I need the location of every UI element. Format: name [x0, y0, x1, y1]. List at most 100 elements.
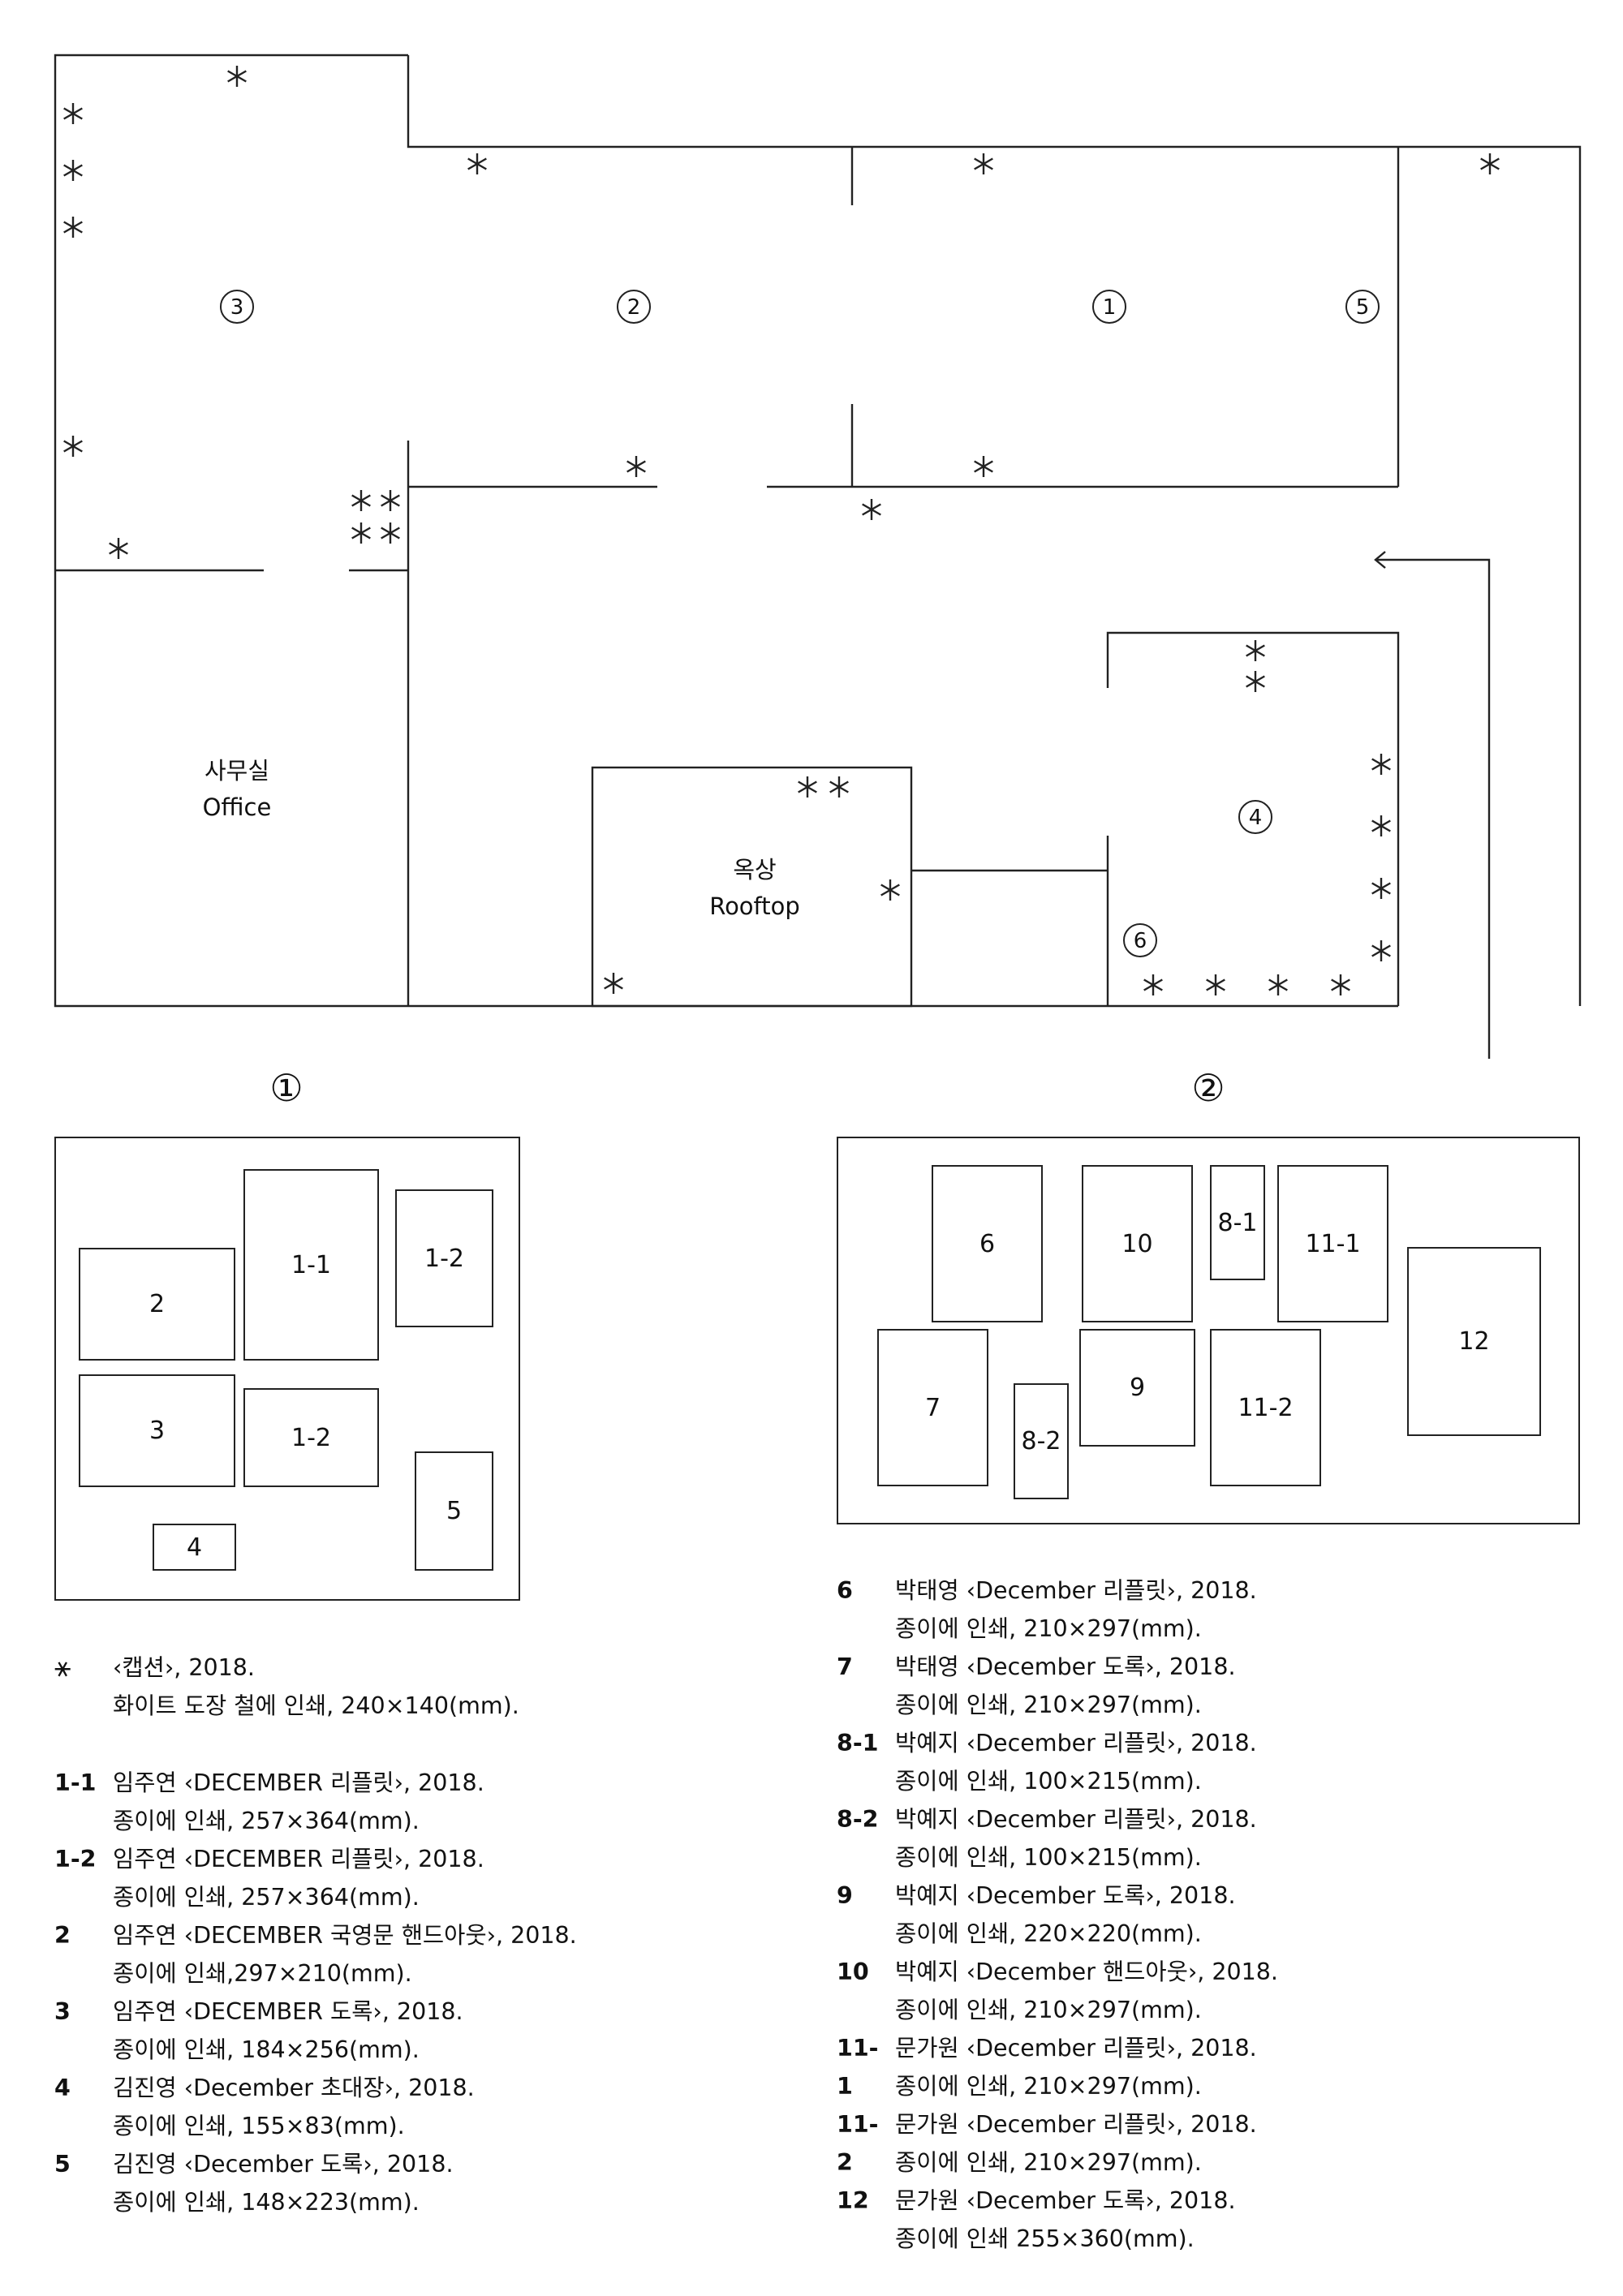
- zone-3-label: 3: [230, 295, 244, 320]
- credit-num: 11-1: [837, 2035, 879, 2100]
- credit-num: 8-2: [837, 1806, 879, 1833]
- credit-7: 7 박태영 ‹December 도록›, 2018. 종이에 인쇄, 210×2…: [837, 1648, 1591, 1724]
- office-name-ko: 사무실: [204, 757, 270, 785]
- floor-plan: 1 2 3 4 5 6: [54, 54, 1582, 1059]
- credit-line1: ‹캡션›, 2018.: [113, 1654, 255, 1681]
- work-9: 9: [1079, 1329, 1195, 1447]
- credit-num: 6: [837, 1577, 853, 1604]
- credit-num: 9: [837, 1882, 853, 1909]
- wall-2-frame: [837, 1137, 1580, 1524]
- credit-8-1: 8-1 박예지 ‹December 리플릿›, 2018. 종이에 인쇄, 10…: [837, 1724, 1591, 1800]
- work-5: 5: [415, 1451, 493, 1571]
- work-1-2b: 1-2: [243, 1388, 379, 1487]
- credits-left: ⚹ ‹캡션›, 2018. 화이트 도장 철에 인쇄, 240×140(mm).…: [54, 1649, 785, 2233]
- credit-line1: 문가원 ‹December 도록›, 2018.: [895, 2187, 1236, 2214]
- work-8-1: 8-1: [1210, 1165, 1265, 1280]
- credit-12: 12 문가원 ‹December 도록›, 2018. 종이에 인쇄 255×3…: [837, 2182, 1591, 2258]
- zone-2-label: 2: [627, 295, 641, 320]
- wall-1-title: ①: [269, 1066, 304, 1110]
- credit-line2: 종이에 인쇄, 100×215(mm).: [895, 1768, 1202, 1795]
- credit-num: 4: [54, 2075, 71, 2101]
- zone-1-label: 1: [1103, 295, 1117, 320]
- credit-num: 7: [837, 1653, 853, 1680]
- office-label: 사무실 Office: [156, 753, 318, 826]
- credit-11-2: 11-2 문가원 ‹December 리플릿›, 2018. 종이에 인쇄, 2…: [837, 2105, 1591, 2182]
- credit-line2: 종이에 인쇄, 148×223(mm).: [113, 2189, 420, 2216]
- credit-line1: 임주연 ‹DECEMBER 리플릿›, 2018.: [113, 1846, 484, 1872]
- credit-num: 10: [837, 1958, 869, 1985]
- work-1-2: 1-2: [395, 1189, 493, 1327]
- credit-line2: 종이에 인쇄, 257×364(mm).: [113, 1884, 420, 1911]
- credit-num: 5: [54, 2151, 71, 2178]
- work-8-2: 8-2: [1014, 1383, 1069, 1499]
- rooftop-name-en: Rooftop: [709, 892, 800, 920]
- office-name-en: Office: [202, 793, 272, 821]
- credit-line1: 문가원 ‹December 리플릿›, 2018.: [895, 2035, 1257, 2062]
- work-11-2: 11-2: [1210, 1329, 1321, 1486]
- credit-4: 4 김진영 ‹December 초대장›, 2018. 종이에 인쇄, 155×…: [54, 2069, 785, 2145]
- credit-line2: 종이에 인쇄, 210×297(mm).: [895, 1692, 1202, 1718]
- credit-6: 6 박태영 ‹December 리플릿›, 2018. 종이에 인쇄, 210×…: [837, 1572, 1591, 1648]
- credit-2: 2 임주연 ‹DECEMBER 국영문 핸드아웃›, 2018. 종이에 인쇄,…: [54, 1916, 785, 1993]
- credit-line2: 종이에 인쇄, 210×297(mm).: [895, 1615, 1202, 1642]
- zone-4-label: 4: [1249, 806, 1263, 830]
- zone-6-label: 6: [1134, 929, 1147, 953]
- wall-2-title: ②: [1191, 1066, 1225, 1110]
- work-7: 7: [877, 1329, 988, 1486]
- credit-9: 9 박예지 ‹December 도록›, 2018. 종이에 인쇄, 220×2…: [837, 1877, 1591, 1953]
- credit-line1: 임주연 ‹DECEMBER 도록›, 2018.: [113, 1998, 463, 2025]
- credit-line2: 종이에 인쇄, 210×297(mm).: [895, 1997, 1202, 2023]
- rooftop-label: 옥상 Rooftop: [674, 852, 836, 925]
- credit-1-2: 1-2 임주연 ‹DECEMBER 리플릿›, 2018. 종이에 인쇄, 25…: [54, 1840, 785, 1916]
- zone-5-label: 5: [1356, 295, 1370, 320]
- wall-1-frame: [54, 1137, 520, 1601]
- credit-num: 8-1: [837, 1730, 879, 1756]
- credit-line1: 김진영 ‹December 도록›, 2018.: [113, 2151, 454, 2178]
- credit-line1: 박예지 ‹December 도록›, 2018.: [895, 1882, 1236, 1909]
- credit-line2: 종이에 인쇄, 155×83(mm).: [113, 2113, 405, 2139]
- zone-circles: [220, 290, 1380, 957]
- credit-line2: 종이에 인쇄,297×210(mm).: [113, 1960, 412, 1987]
- work-10: 10: [1082, 1165, 1193, 1322]
- credit-line2: 종이에 인쇄 255×360(mm).: [895, 2225, 1195, 2252]
- work-6: 6: [932, 1165, 1043, 1322]
- work-11-1: 11-1: [1277, 1165, 1388, 1322]
- work-2: 2: [79, 1248, 235, 1361]
- credit-num: 12: [837, 2187, 869, 2214]
- credit-5: 5 김진영 ‹December 도록›, 2018. 종이에 인쇄, 148×2…: [54, 2145, 785, 2221]
- credit-num: 11-2: [837, 2111, 879, 2176]
- credit-8-2: 8-2 박예지 ‹December 리플릿›, 2018. 종이에 인쇄, 10…: [837, 1800, 1591, 1877]
- credit-line1: 박예지 ‹December 핸드아웃›, 2018.: [895, 1958, 1278, 1985]
- credit-line1: 임주연 ‹DECEMBER 국영문 핸드아웃›, 2018.: [113, 1922, 577, 1949]
- work-3: 3: [79, 1374, 235, 1487]
- credits-right: 6 박태영 ‹December 리플릿›, 2018. 종이에 인쇄, 210×…: [837, 1572, 1591, 2269]
- work-12: 12: [1407, 1247, 1541, 1436]
- rooftop-name-ko: 옥상: [733, 856, 777, 884]
- credit-line1: 박예지 ‹December 리플릿›, 2018.: [895, 1806, 1257, 1833]
- credit-line2: 종이에 인쇄, 100×215(mm).: [895, 1844, 1202, 1871]
- credit-3: 3 임주연 ‹DECEMBER 도록›, 2018. 종이에 인쇄, 184×2…: [54, 1993, 785, 2069]
- credit-line2: 화이트 도장 철에 인쇄, 240×140(mm).: [113, 1692, 519, 1719]
- credit-10: 10 박예지 ‹December 핸드아웃›, 2018. 종이에 인쇄, 21…: [837, 1953, 1591, 2029]
- credit-line2: 종이에 인쇄, 210×297(mm).: [895, 2073, 1202, 2100]
- credit-line2: 종이에 인쇄, 220×220(mm).: [895, 1920, 1202, 1947]
- credit-line2: 종이에 인쇄, 257×364(mm).: [113, 1808, 420, 1834]
- walls: [54, 54, 1582, 1059]
- credit-num: 1-2: [54, 1846, 97, 1872]
- credit-line1: 박예지 ‹December 리플릿›, 2018.: [895, 1730, 1257, 1756]
- work-1-1: 1-1: [243, 1169, 379, 1361]
- credit-line2: 종이에 인쇄, 184×256(mm).: [113, 2036, 420, 2063]
- zone-numbers: 1 2 3 4 5 6: [230, 295, 1370, 953]
- asterisk-icon: ⚹: [54, 1651, 71, 1683]
- credit-line1: 박태영 ‹December 리플릿›, 2018.: [895, 1577, 1257, 1604]
- credit-1-1: 1-1 임주연 ‹DECEMBER 리플릿›, 2018. 종이에 인쇄, 25…: [54, 1764, 785, 1840]
- credit-line1: 김진영 ‹December 초대장›, 2018.: [113, 2075, 475, 2101]
- credit-line2: 종이에 인쇄, 210×297(mm).: [895, 2149, 1202, 2176]
- credit-num: 1-1: [54, 1769, 97, 1796]
- credit-line1: 박태영 ‹December 도록›, 2018.: [895, 1653, 1236, 1680]
- credit-line1: 문가원 ‹December 리플릿›, 2018.: [895, 2111, 1257, 2138]
- work-4: 4: [153, 1524, 236, 1571]
- credit-num: 3: [54, 1998, 71, 2025]
- credit-num: 2: [54, 1922, 71, 1949]
- credit-line1: 임주연 ‹DECEMBER 리플릿›, 2018.: [113, 1769, 484, 1796]
